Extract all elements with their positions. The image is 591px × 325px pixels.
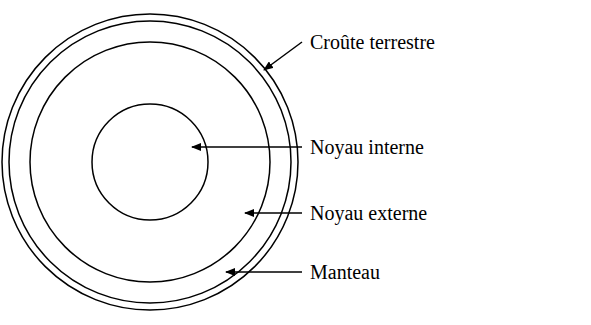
layer-label: Noyau externe [308, 201, 429, 225]
outer-core-circle [30, 42, 270, 282]
leader-arrow [226, 271, 302, 273]
layer-label: Noyau interne [308, 135, 426, 159]
layer-label: Croûte terrestre [308, 30, 437, 54]
crust-outer-circle [2, 14, 298, 310]
leader-arrow [264, 42, 302, 70]
leader-arrow [192, 146, 302, 148]
leader-arrow [245, 212, 302, 214]
inner-core-circle [92, 104, 208, 220]
layer-label: Manteau [308, 260, 382, 284]
crust-inner-circle [9, 21, 291, 303]
